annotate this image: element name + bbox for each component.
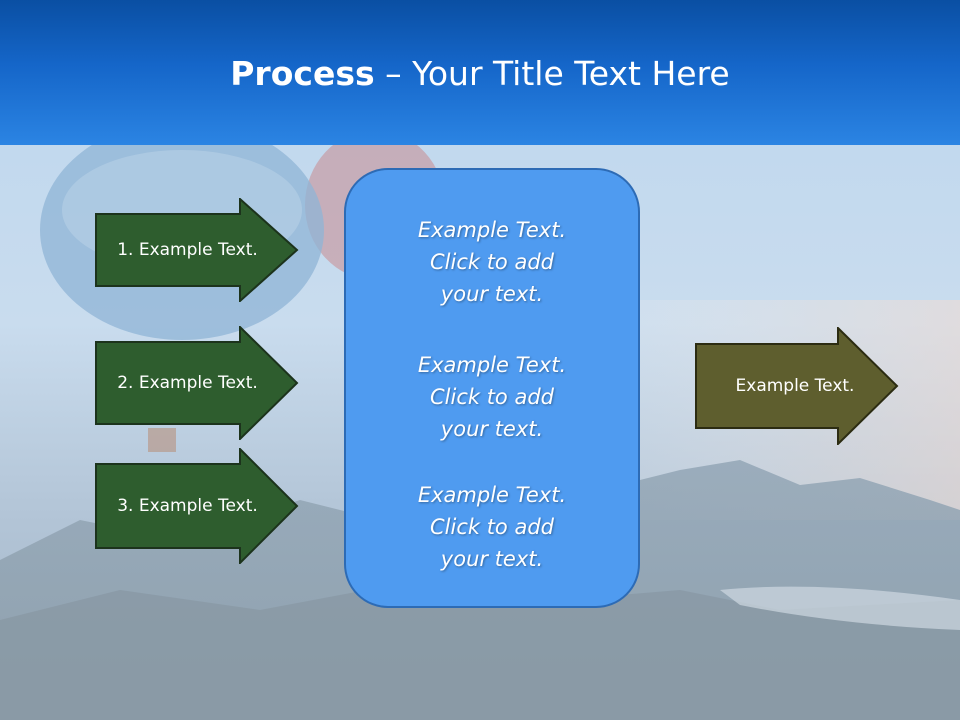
center-text-box[interactable]: Example Text. Click to add your text. Ex… xyxy=(344,168,640,608)
process-arrow-label: 2. Example Text. xyxy=(117,373,258,393)
center-text-block-3[interactable]: Example Text. Click to add your text. xyxy=(417,483,567,571)
process-arrow-2[interactable]: 2. Example Text. xyxy=(95,326,300,440)
page-title[interactable]: Process – Your Title Text Here xyxy=(0,52,960,96)
result-arrow[interactable]: Example Text. xyxy=(695,327,900,445)
process-arrow-1[interactable]: 1. Example Text. xyxy=(95,198,300,302)
title-bold-text: Process xyxy=(230,54,375,93)
title-rest-text: – Your Title Text Here xyxy=(374,54,730,93)
process-arrow-3[interactable]: 3. Example Text. xyxy=(95,448,300,564)
process-arrow-label: 3. Example Text. xyxy=(117,496,258,516)
center-text-block-1[interactable]: Example Text. Click to add your text. xyxy=(417,218,567,306)
result-arrow-label: Example Text. xyxy=(735,376,855,396)
title-bar: Process – Your Title Text Here xyxy=(0,0,960,145)
center-text-block-2[interactable]: Example Text. Click to add your text. xyxy=(417,353,567,441)
process-arrow-label: 1. Example Text. xyxy=(117,240,258,260)
